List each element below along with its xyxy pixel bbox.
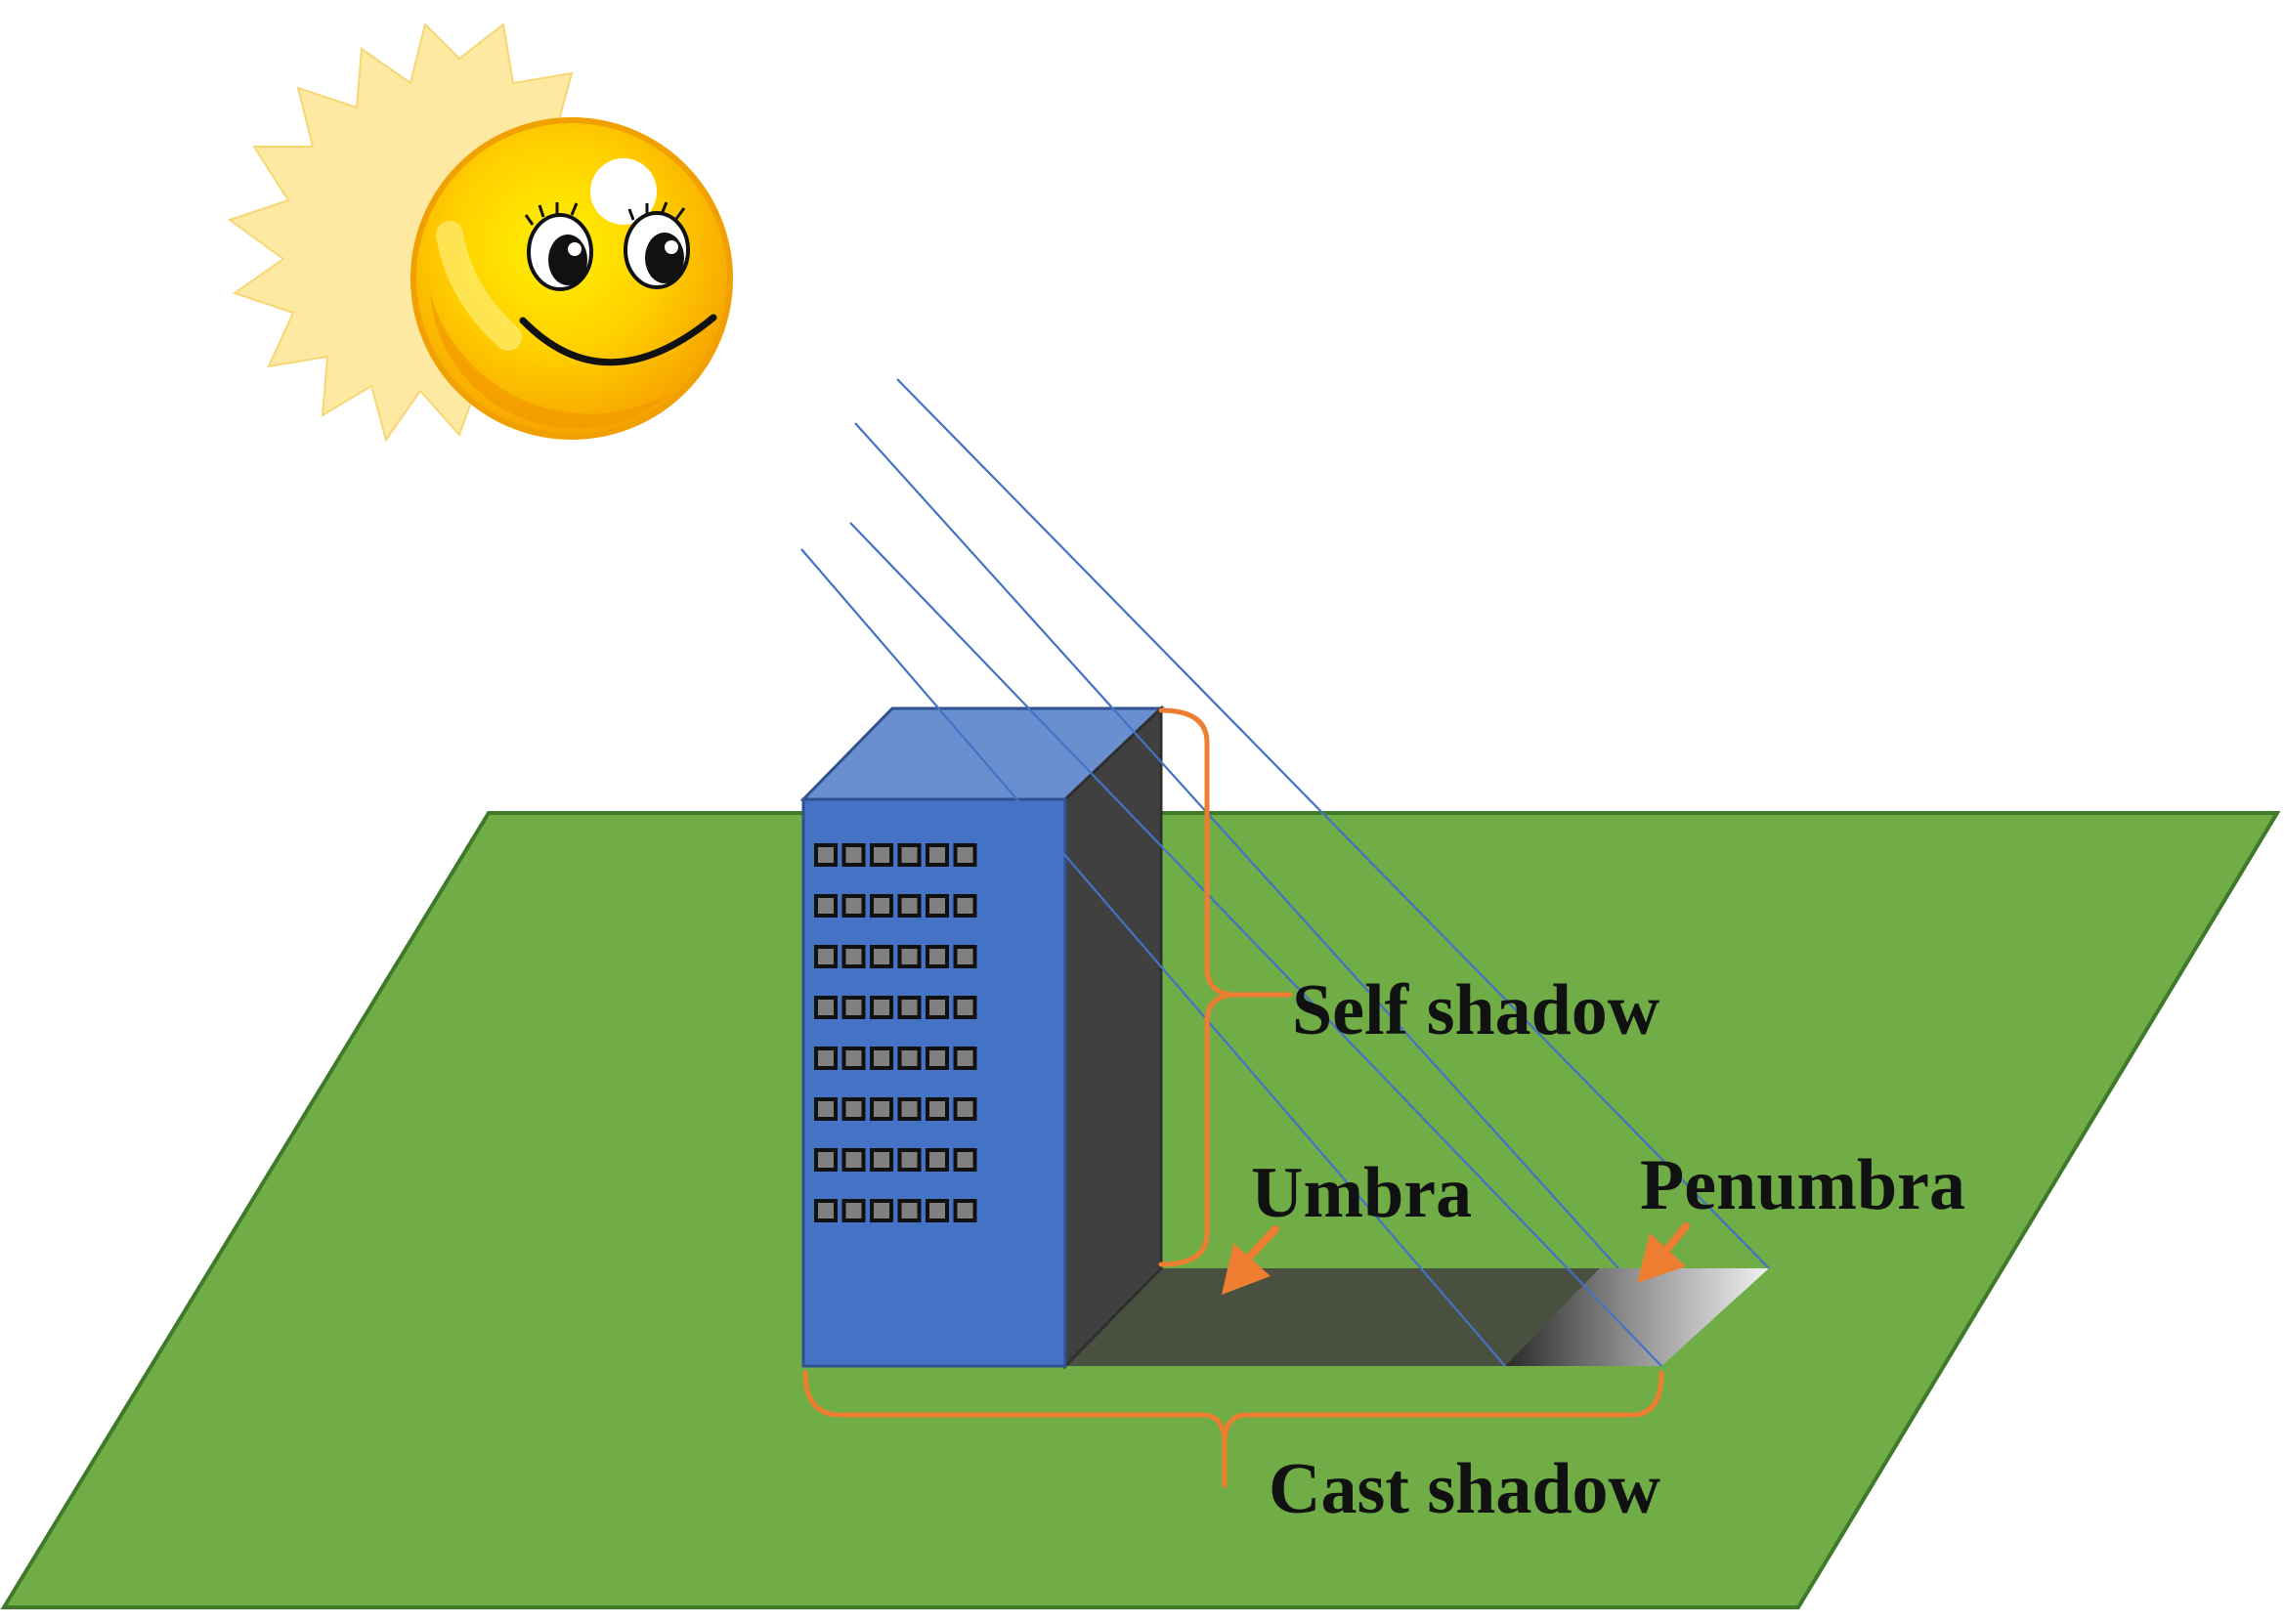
- building-front: [801, 797, 1067, 1368]
- building-window: [814, 1148, 838, 1172]
- building-window: [814, 843, 838, 867]
- self-shadow-label: Self shadow: [1292, 970, 1660, 1050]
- building-window: [814, 1097, 838, 1121]
- building-window: [897, 1199, 922, 1222]
- umbra-region: [1065, 1268, 1600, 1366]
- penumbra-arrow: [1637, 1222, 1690, 1283]
- building-window: [897, 843, 922, 867]
- building-windows: [814, 843, 977, 1222]
- umbra-label: Umbra: [1251, 1153, 1472, 1233]
- building-window: [897, 945, 922, 968]
- sun-eyes: [524, 201, 690, 291]
- umbra-arrow: [1222, 1225, 1279, 1295]
- sun-rays: [800, 378, 1770, 1367]
- sun-ray: [800, 548, 1506, 1367]
- building-window: [926, 1199, 949, 1222]
- building-window: [926, 1097, 949, 1121]
- building-window: [953, 1148, 977, 1172]
- sun-ray: [854, 422, 1619, 1269]
- penumbra-label: Penumbra: [1640, 1145, 1965, 1225]
- building-window: [870, 1148, 893, 1172]
- building-window: [926, 894, 949, 918]
- building-window: [926, 996, 949, 1019]
- building: [799, 705, 1165, 1370]
- building-window: [870, 1047, 893, 1070]
- building-window: [897, 1047, 922, 1070]
- building-window: [841, 1199, 866, 1222]
- building-window: [953, 843, 977, 867]
- building-window: [953, 894, 977, 918]
- building-window: [897, 894, 922, 918]
- building-window: [841, 843, 866, 867]
- building-window: [953, 1047, 977, 1070]
- building-window: [953, 945, 977, 968]
- building-window: [926, 843, 949, 867]
- building-window: [926, 1047, 949, 1070]
- building-window: [814, 945, 838, 968]
- building-window: [953, 996, 977, 1019]
- building-window: [926, 1148, 949, 1172]
- sun-ray: [849, 522, 1662, 1367]
- building-window: [870, 1097, 893, 1121]
- building-window: [814, 1047, 838, 1070]
- building-window: [841, 1148, 866, 1172]
- building-window: [870, 996, 893, 1019]
- sun-shine: [590, 158, 657, 225]
- building-window: [814, 996, 838, 1019]
- building-window: [841, 894, 866, 918]
- self-shadow-brace: [1158, 707, 1293, 1267]
- building-window: [870, 843, 893, 867]
- sun-highlight: [436, 221, 522, 351]
- building-window: [897, 1097, 922, 1121]
- building-window: [841, 996, 866, 1019]
- building-window: [841, 1047, 866, 1070]
- penumbra-region: [1505, 1268, 1769, 1366]
- building-window: [926, 945, 949, 968]
- building-window: [841, 945, 866, 968]
- building-window: [897, 1148, 922, 1172]
- building-window: [870, 1199, 893, 1222]
- building-window: [814, 1199, 838, 1222]
- smiling-sun-icon: [227, 22, 733, 443]
- building-window: [870, 945, 893, 968]
- cast-shadow-brace: [802, 1370, 1664, 1488]
- building-side: [1063, 705, 1163, 1370]
- sun-smile: [519, 314, 717, 366]
- building-window: [953, 1199, 977, 1222]
- sun-rim-shade: [430, 293, 674, 429]
- building-window: [897, 996, 922, 1019]
- cast-shadow-label: Cast shadow: [1269, 1449, 1660, 1529]
- building-window: [870, 894, 893, 918]
- building-window: [841, 1097, 866, 1121]
- building-window: [814, 894, 838, 918]
- sun-ray: [896, 378, 1770, 1269]
- building-window: [953, 1097, 977, 1121]
